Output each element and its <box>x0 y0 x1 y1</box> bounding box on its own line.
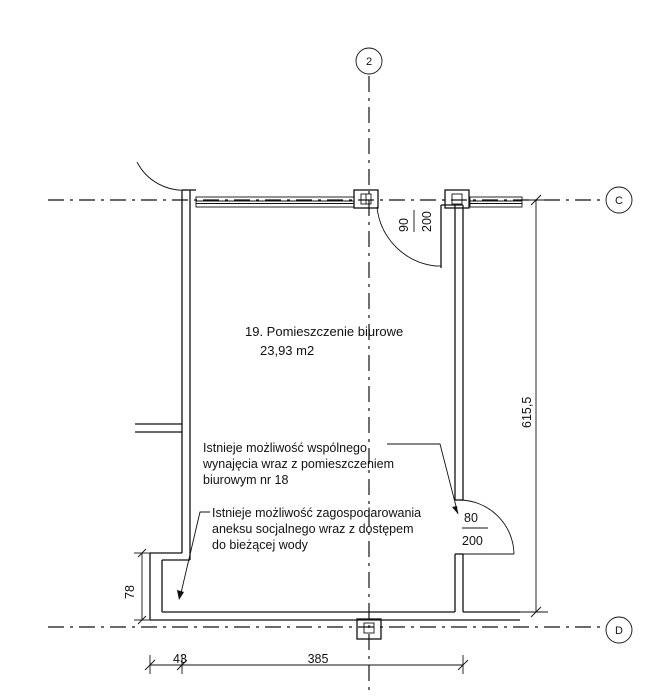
dim-left-offset: 78 <box>123 548 150 625</box>
column-top-right <box>444 189 470 209</box>
dim-bottom: 43 385 <box>144 652 469 674</box>
grid-bubble-2-label: 2 <box>366 56 372 68</box>
door-top-height: 200 <box>420 211 434 232</box>
grid-bubble-2: 2 <box>355 47 383 75</box>
door-top <box>376 206 441 267</box>
window-top-right <box>469 196 523 208</box>
door-top-width: 90 <box>397 218 411 232</box>
note1-line3: biurowym nr 18 <box>203 473 288 487</box>
walls <box>135 189 520 621</box>
grid-axes <box>48 76 604 690</box>
column-bottom <box>356 618 382 640</box>
note-kitchenette: Istnieje możliwość zagospodarowania anek… <box>177 506 421 600</box>
note1-line1: Istnieje możliwość wspólnego <box>203 441 367 455</box>
door-right-label: 80 200 <box>462 511 488 548</box>
door-top-label: 90 200 <box>397 210 434 232</box>
column-top <box>353 189 379 209</box>
note2-line2: aneksu socjalnego wraz z dostępem <box>212 522 414 536</box>
window-top <box>195 196 355 208</box>
dim-left-offset-value: 78 <box>123 585 137 599</box>
room-area: 23,93 m2 <box>260 343 314 358</box>
grid-bubble-d: D <box>605 616 633 644</box>
grid-bubble-c-label: C <box>615 195 623 207</box>
grid-bubble-d-label: D <box>615 625 623 637</box>
dim-height-right-value: 615,5 <box>520 397 534 428</box>
dim-height-right: 615,5 <box>520 194 548 618</box>
door-right-width: 80 <box>464 511 478 525</box>
note1-line2: wynajęcia wraz z pomieszczeniem <box>202 457 394 471</box>
door-right-height: 200 <box>462 534 483 548</box>
door-right <box>457 499 515 555</box>
note-shared-rental: Istnieje możliwość wspólnego wynajęcia w… <box>202 441 459 515</box>
dim-bottom-left-value: 43 <box>173 652 187 666</box>
door-top-left-arc <box>136 161 189 191</box>
note2-line3: do bieżącej wody <box>212 538 309 552</box>
grid-bubble-c: C <box>605 186 633 214</box>
dim-bottom-main-value: 385 <box>308 652 329 666</box>
room-name: 19. Pomieszczenie biurowe <box>245 324 403 339</box>
note2-line1: Istnieje możliwość zagospodarowania <box>212 506 421 520</box>
